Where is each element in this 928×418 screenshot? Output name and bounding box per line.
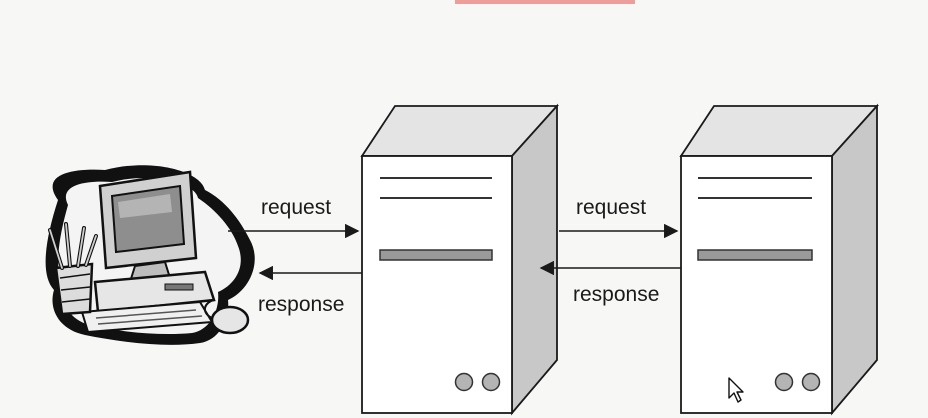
mouse-device — [210, 305, 250, 335]
response-label-server-server: response — [573, 283, 660, 306]
server-1-drive-bay — [379, 249, 493, 261]
server-2-side — [831, 103, 878, 416]
disk-slot — [164, 283, 194, 291]
monitor-screen-glare — [118, 194, 172, 218]
server-2-drive-bay — [697, 249, 813, 261]
computer-workstation-icon — [45, 165, 255, 345]
response-label-server-client: response — [258, 293, 345, 316]
server-1-button-left — [454, 372, 474, 392]
title-fragment — [455, 0, 635, 4]
request-label-client-server: request — [261, 196, 332, 219]
server-2-button-right — [801, 372, 821, 392]
request-label-server-server: request — [576, 196, 647, 219]
server-2-button-left — [774, 372, 794, 392]
server-tower-icon — [679, 103, 880, 416]
monitor-screen — [110, 184, 186, 254]
server-1-button-right — [481, 372, 501, 392]
server-tower-icon — [360, 103, 560, 416]
mouse-pointer-icon — [728, 377, 744, 403]
server-1-side — [511, 103, 558, 416]
